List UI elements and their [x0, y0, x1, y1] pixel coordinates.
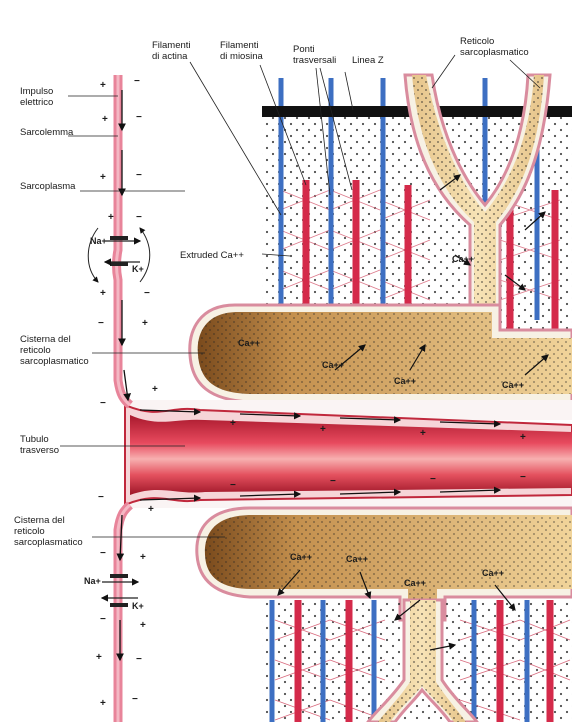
svg-text:Cisterna del: Cisterna del: [20, 334, 71, 345]
svg-text:+: +: [100, 288, 106, 299]
svg-text:Ca++: Ca++: [482, 568, 504, 578]
svg-text:Ca++: Ca++: [322, 360, 344, 370]
svg-text:+: +: [148, 504, 154, 515]
svg-text:−: −: [98, 318, 104, 329]
ponti-label: Ponti trasversali: [293, 44, 336, 66]
svg-text:Cisterna del: Cisterna del: [14, 515, 65, 526]
svg-text:Filamenti: Filamenti: [152, 40, 191, 51]
svg-text:Impulso: Impulso: [20, 86, 53, 97]
svg-text:Ca++: Ca++: [404, 578, 426, 588]
svg-text:−: −: [144, 288, 150, 299]
linea-z-label: Linea Z: [352, 55, 384, 66]
svg-text:Ca++: Ca++: [290, 552, 312, 562]
svg-text:sarcoplasmatico: sarcoplasmatico: [460, 47, 529, 58]
svg-text:+: +: [140, 620, 146, 631]
svg-text:−: −: [100, 548, 106, 559]
svg-text:−: −: [132, 694, 138, 705]
miosina-label: Filamenti di miosina: [220, 40, 263, 62]
svg-text:Ca++: Ca++: [394, 376, 416, 386]
reticolo-label: Reticolo sarcoplasmatico: [460, 36, 529, 58]
svg-text:Na+: Na+: [90, 236, 107, 246]
cisterna-top-label: Cisterna del reticolo sarcoplasmatico: [20, 334, 89, 367]
svg-text:−: −: [330, 476, 336, 487]
svg-text:+: +: [100, 172, 106, 183]
svg-text:−: −: [100, 614, 106, 625]
svg-text:Ca++: Ca++: [346, 554, 368, 564]
svg-text:+: +: [100, 80, 106, 91]
tubulo-label: Tubulo trasverso: [20, 434, 59, 456]
svg-text:+: +: [142, 318, 148, 329]
svg-text:Tubulo: Tubulo: [20, 434, 49, 445]
svg-text:Ca++: Ca++: [452, 254, 474, 264]
svg-text:−: −: [430, 474, 436, 485]
svg-text:+: +: [108, 212, 114, 223]
actina-label: Filamenti di actina: [152, 40, 191, 62]
svg-text:−: −: [136, 654, 142, 665]
svg-text:Reticolo: Reticolo: [460, 36, 494, 47]
svg-text:+: +: [152, 384, 158, 395]
svg-text:di miosina: di miosina: [220, 51, 263, 62]
svg-text:−: −: [134, 76, 140, 87]
svg-text:K+: K+: [132, 601, 144, 611]
svg-text:+: +: [230, 418, 236, 429]
svg-text:Ponti: Ponti: [293, 44, 315, 55]
svg-text:Ca++: Ca++: [502, 380, 524, 390]
svg-text:Na+: Na+: [84, 576, 101, 586]
sarcolemma-membrane: [117, 75, 131, 722]
svg-text:−: −: [136, 212, 142, 223]
svg-text:Filamenti: Filamenti: [220, 40, 259, 51]
svg-text:elettrico: elettrico: [20, 97, 53, 108]
extruded-label: Extruded Ca++: [180, 250, 244, 261]
svg-text:reticolo: reticolo: [20, 345, 51, 356]
svg-text:−: −: [98, 492, 104, 503]
svg-text:sarcoplasmatico: sarcoplasmatico: [20, 356, 89, 367]
cisterna-bottom-label: Cisterna del reticolo sarcoplasmatico: [14, 515, 83, 548]
svg-text:+: +: [96, 652, 102, 663]
svg-text:+: +: [100, 698, 106, 709]
svg-text:−: −: [230, 480, 236, 491]
svg-text:−: −: [136, 170, 142, 181]
sarcoplasma-label: Sarcoplasma: [20, 181, 76, 192]
svg-text:trasverso: trasverso: [20, 445, 59, 456]
svg-text:+: +: [420, 428, 426, 439]
svg-text:+: +: [140, 552, 146, 563]
svg-text:K+: K+: [132, 264, 144, 274]
svg-text:−: −: [100, 398, 106, 409]
svg-text:sarcoplasmatico: sarcoplasmatico: [14, 537, 83, 548]
svg-text:di actina: di actina: [152, 51, 188, 62]
svg-text:reticolo: reticolo: [14, 526, 45, 537]
svg-text:trasversali: trasversali: [293, 55, 336, 66]
svg-text:−: −: [136, 112, 142, 123]
svg-text:+: +: [520, 432, 526, 443]
sarcolemma-label: Sarcolemma: [20, 127, 74, 138]
svg-text:Ca++: Ca++: [238, 338, 260, 348]
impulso-label: Impulso elettrico: [20, 86, 53, 108]
svg-text:−: −: [520, 472, 526, 483]
svg-text:+: +: [102, 114, 108, 125]
svg-text:+: +: [320, 424, 326, 435]
